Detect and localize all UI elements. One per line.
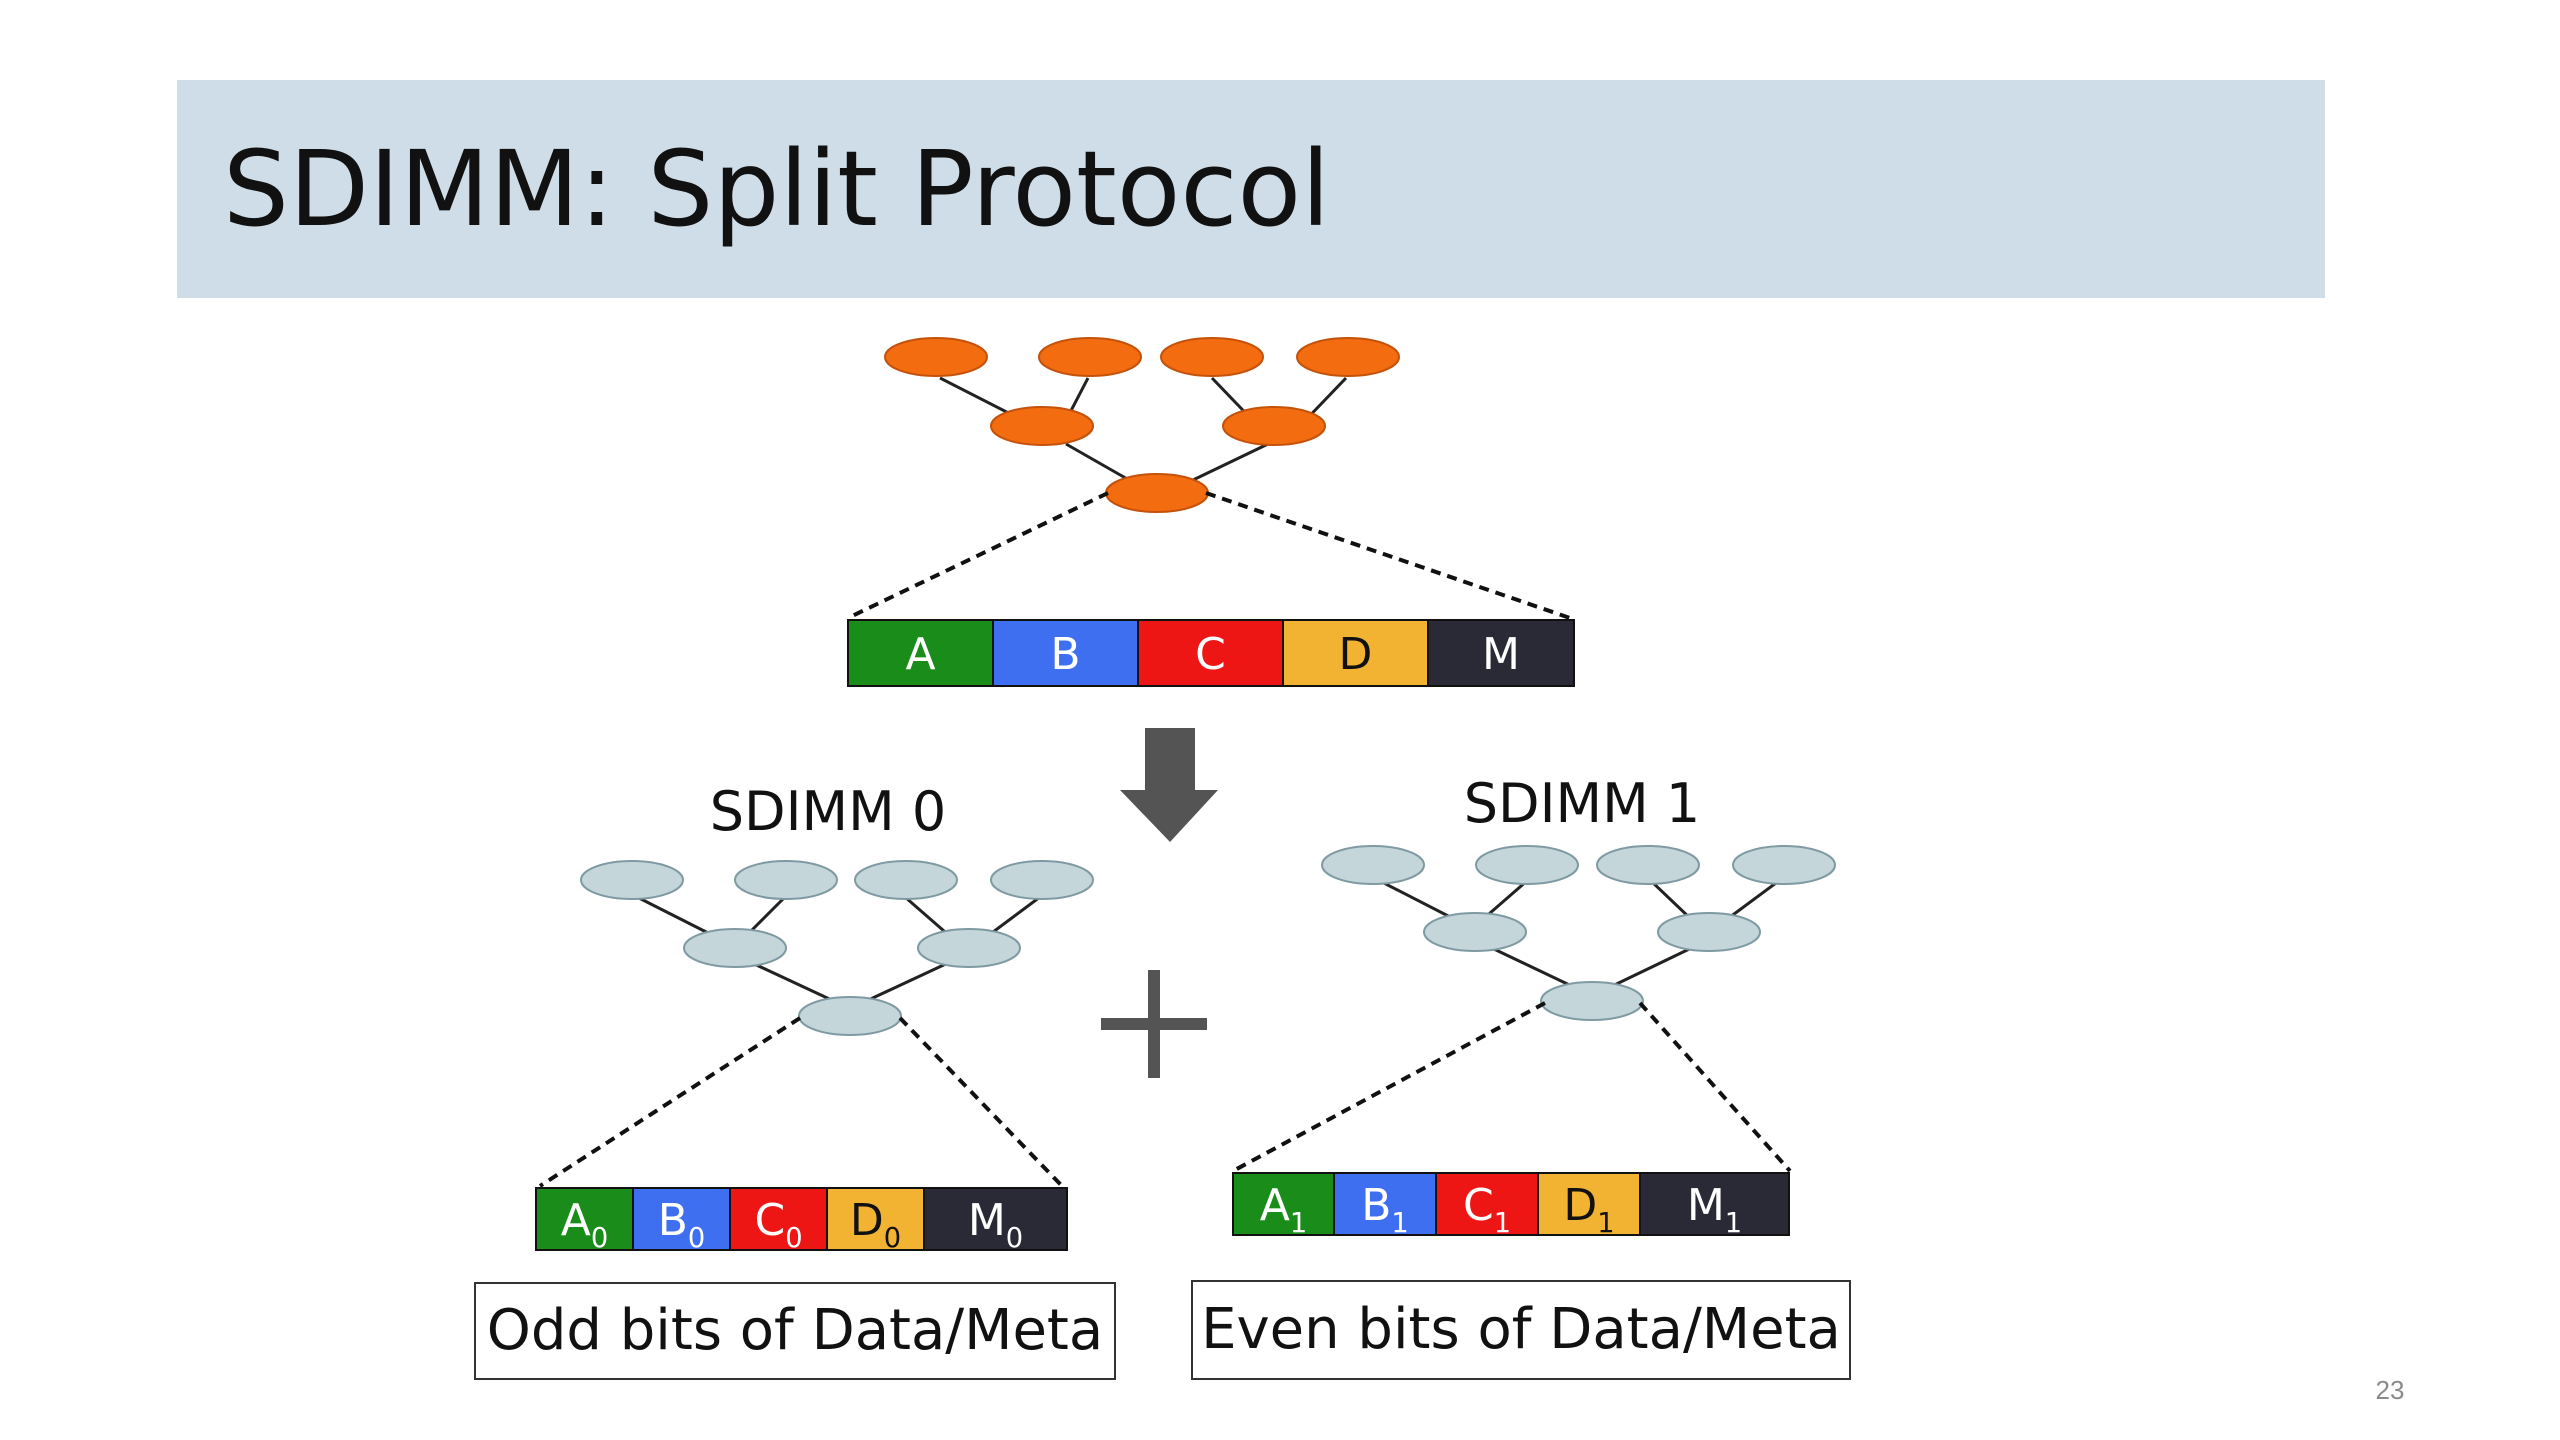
tree-node [917, 928, 1021, 968]
block-c-label: C [1195, 629, 1226, 680]
block-subscript: 1 [1290, 1208, 1307, 1239]
tree-node [1321, 845, 1425, 885]
block-m-label: M [1482, 629, 1520, 680]
down-arrow-icon [1120, 728, 1218, 842]
tree-node [1596, 845, 1700, 885]
tree-node [1732, 845, 1836, 885]
even-bits-caption: Even bits of Data/Meta [1191, 1280, 1851, 1380]
tree-node [854, 860, 958, 900]
sdimm1-label: SDIMM 1 [1464, 772, 1701, 835]
block-b-1-cell [1333, 1172, 1437, 1236]
block-subscript: 1 [1597, 1208, 1614, 1239]
block-d-1-cell [1537, 1172, 1641, 1236]
block-subscript: 0 [785, 1223, 802, 1254]
tree-node [798, 996, 902, 1036]
title-band: SDIMM: Split Protocol [177, 80, 2325, 298]
sdimm0-tree-nodes [580, 860, 1094, 1036]
sdimm1-tree-nodes [1321, 845, 1836, 1021]
tree-node [884, 337, 988, 377]
block-subscript: 0 [884, 1223, 901, 1254]
block-subscript: 1 [1391, 1208, 1408, 1239]
sdimm0-dashed-links [538, 1016, 1064, 1188]
tree-node [1296, 337, 1400, 377]
tree-node [683, 928, 787, 968]
block-b-label: B1 [1361, 1180, 1409, 1239]
tree-node [1222, 406, 1326, 446]
slide-title: SDIMM: Split Protocol [223, 128, 1331, 250]
block-a-0-cell [535, 1187, 634, 1251]
top-tree-nodes [884, 337, 1400, 513]
tree-node [734, 860, 838, 900]
block-subscript: 1 [1494, 1208, 1511, 1239]
tree-node [1475, 845, 1579, 885]
block-b-cell [992, 619, 1139, 687]
sdimm0-label: SDIMM 0 [710, 780, 947, 843]
block-d-cell [1282, 619, 1429, 687]
tree-node [1540, 981, 1644, 1021]
block-subscript: 0 [1006, 1223, 1023, 1254]
tree-node [1160, 337, 1264, 377]
block-m-1-cell [1639, 1172, 1790, 1236]
block-m-0-cell [923, 1187, 1068, 1251]
plus-icon [1101, 970, 1207, 1078]
tree-node [580, 860, 684, 900]
sdimm1-dashed-links [1232, 1001, 1792, 1173]
block-a-1-cell [1232, 1172, 1335, 1236]
block-m-cell [1427, 619, 1575, 687]
block-subscript: 0 [591, 1223, 608, 1254]
tree-node [990, 860, 1094, 900]
block-c-1-cell [1435, 1172, 1539, 1236]
block-b-label: B0 [658, 1195, 706, 1254]
tree-node [1105, 473, 1209, 513]
odd-bits-caption: Odd bits of Data/Meta [474, 1282, 1116, 1380]
block-subscript: 0 [688, 1223, 705, 1254]
tree-node [1423, 912, 1527, 952]
block-a-label: A [905, 629, 935, 680]
block-d-label: D [1339, 629, 1373, 680]
page-number: 23 [2375, 1375, 2405, 1405]
tree-node [1657, 912, 1761, 952]
block-a-cell [847, 619, 994, 687]
block-c-cell [1137, 619, 1284, 687]
tree-node [990, 406, 1094, 446]
tree-node [1038, 337, 1142, 377]
top-tree-dashed-links [847, 491, 1571, 620]
block-subscript: 1 [1725, 1208, 1742, 1239]
block-b-label: B [1050, 629, 1080, 680]
